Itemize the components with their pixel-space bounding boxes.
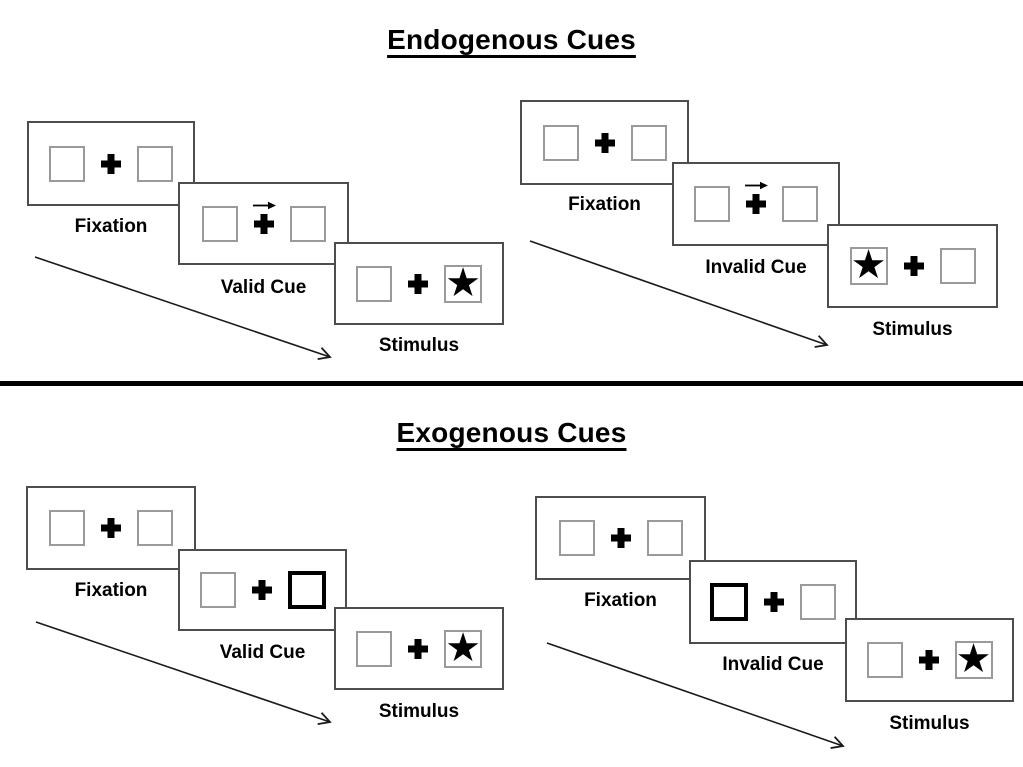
fixation-cross-icon xyxy=(764,592,784,612)
left-box xyxy=(542,124,579,161)
fixation-cross-icon xyxy=(595,133,615,153)
fixation-cross-icon xyxy=(408,274,428,294)
left-box xyxy=(49,510,85,546)
section-divider xyxy=(0,381,1023,386)
left-box xyxy=(694,186,730,222)
fixation-cross-icon xyxy=(101,154,121,174)
right-box xyxy=(137,145,173,182)
step-label: Stimulus xyxy=(872,319,953,340)
step-label: Invalid Cue xyxy=(705,257,807,278)
fixation-card xyxy=(535,496,706,580)
fixation-cross-icon xyxy=(746,194,766,214)
left-box xyxy=(49,145,85,182)
step-label: Fixation xyxy=(74,580,148,601)
step-label: Fixation xyxy=(74,216,148,237)
right-box xyxy=(800,584,836,620)
left-box xyxy=(356,630,392,667)
left-box xyxy=(201,205,238,242)
valid-cue-card xyxy=(178,182,349,265)
stimulus-card: ★ xyxy=(334,242,504,325)
left-box xyxy=(558,520,595,556)
fixation-card xyxy=(27,121,195,206)
right-box-target: ★ xyxy=(444,260,482,305)
star-target-icon: ★ xyxy=(955,637,992,681)
left-box xyxy=(199,572,236,608)
step-label: Valid Cue xyxy=(219,642,306,663)
step-label: Fixation xyxy=(568,194,641,215)
right-box xyxy=(137,510,173,546)
fixation-card xyxy=(520,100,689,185)
fixation-cross-icon xyxy=(904,256,924,276)
step-label: Fixation xyxy=(584,590,657,611)
left-box-highlighted-cue xyxy=(710,583,748,621)
sequence-arrow xyxy=(34,256,332,361)
fixation-cross-icon xyxy=(408,639,428,659)
stimulus-card: ★ xyxy=(845,618,1014,702)
section-title-exogenous: Exogenous Cues xyxy=(396,417,627,448)
right-box xyxy=(289,205,326,242)
step-label: Stimulus xyxy=(889,713,970,734)
stimulus-card: ★ xyxy=(334,607,504,690)
step-label: Invalid Cue xyxy=(722,654,824,675)
star-target-icon: ★ xyxy=(445,260,481,305)
star-target-icon: ★ xyxy=(850,243,887,287)
fixation-cross-icon xyxy=(919,650,939,670)
fixation-cross-icon xyxy=(101,518,121,538)
star-target-icon: ★ xyxy=(445,625,481,670)
fixation-card xyxy=(26,486,196,570)
fixation-cross-icon xyxy=(254,214,274,234)
sequence-arrow xyxy=(35,621,332,726)
right-box xyxy=(630,124,667,161)
stimulus-card: ★ xyxy=(827,224,998,308)
right-box-highlighted-cue xyxy=(287,571,326,609)
right-box xyxy=(939,248,976,284)
fixation-cross-icon xyxy=(252,580,272,600)
right-box xyxy=(782,186,818,222)
step-label: Valid Cue xyxy=(220,277,307,298)
cue-direction-arrow-icon xyxy=(252,201,276,209)
valid-cue-card xyxy=(178,549,347,631)
cue-cluster xyxy=(745,181,768,214)
step-label: Stimulus xyxy=(378,701,460,722)
fixation-cross-icon xyxy=(611,528,631,548)
cue-direction-arrow-icon xyxy=(745,181,768,190)
step-label: Stimulus xyxy=(378,335,460,356)
left-box xyxy=(866,642,903,678)
invalid-cue-card xyxy=(672,162,840,246)
right-box-target: ★ xyxy=(954,637,993,681)
right-box xyxy=(646,520,683,556)
left-box xyxy=(356,265,392,302)
right-box-target: ★ xyxy=(444,625,482,670)
left-box-target: ★ xyxy=(849,243,888,287)
section-title-endogenous: Endogenous Cues xyxy=(387,24,636,55)
cue-cluster xyxy=(252,201,276,234)
invalid-cue-card xyxy=(689,560,857,644)
